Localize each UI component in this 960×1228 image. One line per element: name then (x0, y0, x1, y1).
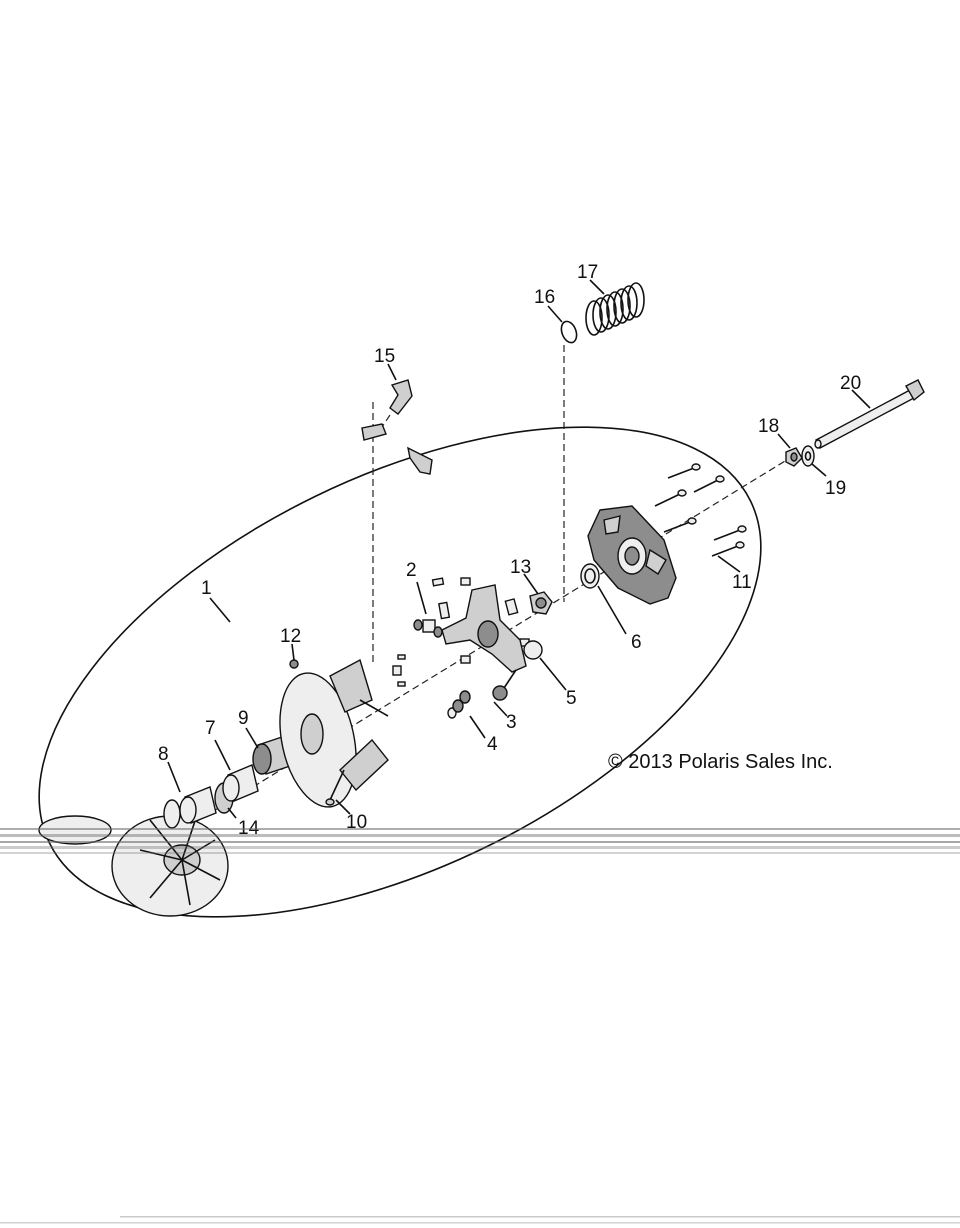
callout-18: 18 (758, 416, 779, 437)
callout-3: 3 (506, 712, 517, 733)
callout-4: 4 (487, 734, 498, 755)
callout-11: 11 (732, 572, 752, 593)
callout-16: 16 (534, 287, 555, 308)
part-18-nut (785, 447, 803, 467)
spider-icon (441, 584, 527, 673)
fixed-sheave-icon (38, 815, 229, 917)
part-19-washer (801, 445, 815, 467)
callout-9: 9 (238, 708, 249, 729)
part-3-button (492, 669, 517, 701)
part-10-bolt (325, 769, 345, 806)
callout-labels: 1 2 3 4 5 6 7 8 9 10 11 12 13 14 15 16 1… (158, 262, 861, 839)
callout-7: 7 (205, 718, 216, 739)
callout-5: 5 (566, 688, 577, 709)
part-16-ring (560, 320, 578, 344)
callout-2: 2 (406, 560, 417, 581)
moveable-sheave-icon (279, 658, 389, 808)
part-6-bushing (580, 563, 600, 589)
part-12-nut (289, 659, 299, 669)
callout-20: 20 (840, 373, 861, 394)
callout-10: 10 (346, 812, 367, 833)
part-20-bolt (814, 379, 925, 449)
spring-icon (585, 282, 645, 336)
part-8-bushing (179, 786, 217, 824)
callout-13: 13 (510, 557, 531, 578)
part-4-washers (447, 690, 471, 719)
part-5-ball (523, 640, 543, 660)
copyright-notice: © 2013 Polaris Sales Inc. (608, 751, 833, 773)
part-13-nut (529, 591, 553, 615)
cover-icon (587, 505, 677, 605)
bolt-icon (654, 463, 747, 557)
part-rollers (392, 654, 406, 687)
callout-19: 19 (825, 478, 846, 499)
part-8-ring (163, 799, 181, 829)
callout-6: 6 (631, 632, 642, 653)
part-7-bushing (222, 764, 259, 802)
callout-12: 12 (280, 626, 301, 647)
callout-17: 17 (577, 262, 598, 283)
scan-noise-band (0, 828, 960, 1224)
assembly-outline (38, 426, 762, 918)
leader-lines (167, 279, 871, 819)
part-2-roller (413, 619, 443, 638)
callout-15: 15 (374, 346, 395, 367)
part-15-weights (361, 379, 433, 475)
callout-1: 1 (201, 578, 212, 599)
callout-8: 8 (158, 744, 169, 765)
